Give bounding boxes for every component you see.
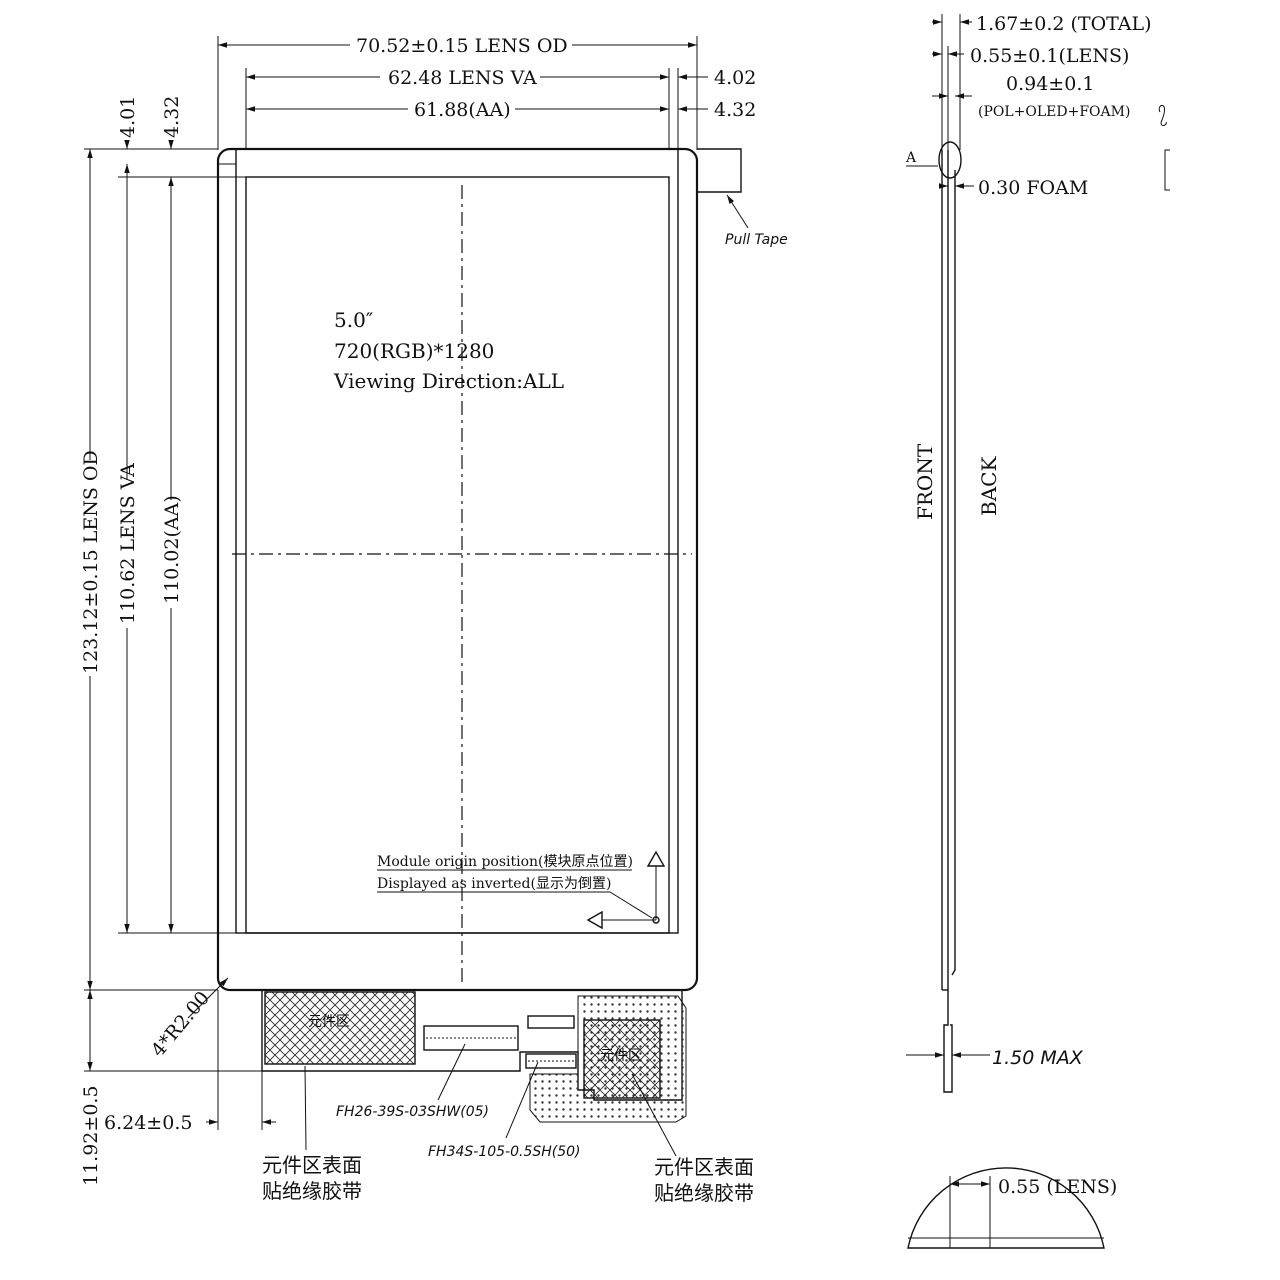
spec-viewing: Viewing Direction:ALL xyxy=(333,369,564,393)
side-foam: 0.30 FOAM xyxy=(978,177,1088,199)
connector-2-label: FH34S-105-0.5SH(50) xyxy=(428,1144,581,1160)
dim-right-gap-2: 4.32 xyxy=(714,99,756,121)
dim-fpc-offset: 6.24±0.5 xyxy=(104,1112,192,1134)
detail-outline xyxy=(907,1167,1105,1249)
detail-a-marker: A xyxy=(905,150,917,166)
origin-line-2: Displayed as inverted(显示为倒置) xyxy=(377,876,611,892)
connector-fh34 xyxy=(525,1053,577,1069)
spec-size: 5.0″ xyxy=(334,308,373,332)
side-front-label: FRONT xyxy=(913,443,937,520)
component-zone-right xyxy=(583,1019,661,1099)
dim-corner-radius: 4*R2.00 xyxy=(147,987,214,1061)
origin-arrow-up-icon xyxy=(646,850,666,867)
lens-va-frame xyxy=(235,148,679,934)
detail-lens-dim: 0.55 (LENS) xyxy=(998,1176,1117,1198)
detail-view: 0.55 (LENS) xyxy=(907,1167,1117,1249)
origin-line-1: Module origin position(模块原点位置) xyxy=(377,854,633,870)
active-area xyxy=(245,176,670,934)
detail-a-circle xyxy=(938,141,962,179)
pull-tape xyxy=(697,148,742,193)
component-zone-label-right: 元件区 xyxy=(600,1048,642,1064)
dim-lens-od-width: 70.52±0.15 LENS OD xyxy=(356,35,568,57)
fpc: 元件区 元件区 xyxy=(261,990,687,1123)
tape-left-line-2: 贴绝缘胶带 xyxy=(262,1179,362,1203)
tape-left-line-1: 元件区表面 xyxy=(262,1153,362,1177)
origin-arrow-left-icon xyxy=(586,910,603,930)
dim-lens-va-width: 62.48 LENS VA xyxy=(388,67,537,89)
dim-aa-width: 61.88(AA) xyxy=(414,99,511,121)
dim-aa-height: 110.02(AA) xyxy=(161,495,183,604)
connector-1-label: FH26-39S-03SHW(05) xyxy=(336,1104,489,1120)
dim-lens-va-height: 110.62 LENS VA xyxy=(117,463,139,624)
tape-right-line-1: 元件区表面 xyxy=(654,1155,754,1179)
side-total: 1.67±0.2 (TOTAL) xyxy=(976,13,1152,35)
dim-right-gap-1: 4.02 xyxy=(714,67,756,89)
connector-small-top xyxy=(527,1015,575,1029)
front-view: 70.52±0.15 LENS OD 62.48 LENS VA 4.02 61… xyxy=(80,35,788,1205)
dim-top-gap-1: 4.01 xyxy=(117,96,139,138)
side-back-label: BACK xyxy=(977,456,1001,516)
tape-right-line-2: 贴绝缘胶带 xyxy=(654,1181,754,1205)
side-lens-dim: 0.55±0.1(LENS) xyxy=(970,45,1129,67)
side-max: 1.50 MAX xyxy=(992,1047,1084,1069)
dim-bottom-extent: 11.92±0.5 xyxy=(80,1085,102,1186)
component-zone-left xyxy=(264,991,416,1065)
dim-lens-od-height: 123.12±0.15 LENS OD xyxy=(80,450,102,674)
side-stack-desc: (POL+OLED+FOAM) xyxy=(978,104,1130,120)
pull-tape-label: Pull Tape xyxy=(725,232,788,248)
side-view: A 1.67±0.2 (TOTAL) 0.55±0.1(LENS) 0.94±0… xyxy=(905,13,1170,1093)
component-zone-label: 元件区 xyxy=(308,1014,350,1030)
side-fpc xyxy=(943,990,953,1093)
side-stack-dim: 0.94±0.1 xyxy=(1006,73,1094,95)
connector-fh26 xyxy=(423,1025,519,1051)
side-back xyxy=(951,170,956,976)
spec-resolution: 720(RGB)*1280 xyxy=(334,339,494,363)
dim-top-gap-2: 4.32 xyxy=(161,96,183,138)
